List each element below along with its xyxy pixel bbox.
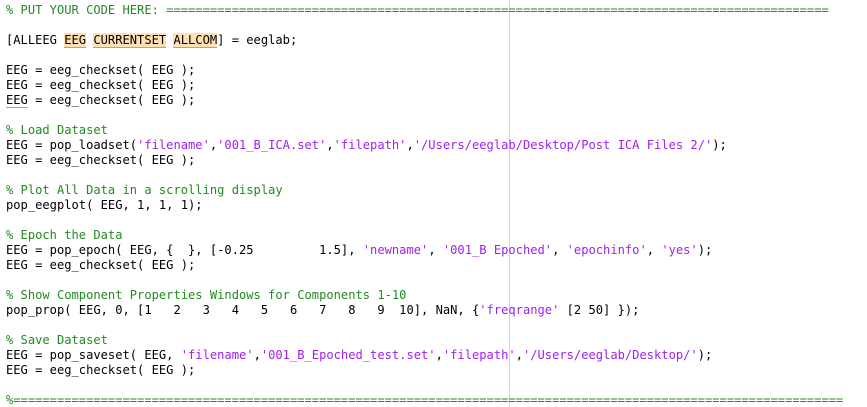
- token: ,: [209, 138, 218, 152]
- token: EEG = pop_loadset(: [6, 138, 138, 152]
- code-line[interactable]: % Load Dataset: [6, 123, 867, 138]
- token: ,: [515, 348, 523, 362]
- right-margin-line: [509, 0, 510, 407]
- token: pop_prop( EEG, 0, [1 2 3 4 5 6 7 8 9 10]…: [6, 303, 480, 317]
- code-line[interactable]: EEG = eeg_checkset( EEG );: [6, 363, 867, 378]
- token-hl-warn: EEG: [64, 33, 87, 48]
- code-line[interactable]: EEG = eeg_checkset( EEG );: [6, 93, 867, 108]
- token: = eeg_checkset( EEG );: [27, 93, 196, 107]
- token-hl-warn: CURRENTSET: [93, 33, 167, 48]
- code-line[interactable]: % Save Dataset: [6, 333, 867, 348]
- code-line[interactable]: % Epoch the Data: [6, 228, 867, 243]
- token-comment: % Epoch the Data: [6, 228, 123, 242]
- token-comment: % Show Component Properties Windows for …: [6, 288, 407, 302]
- token-comment: % Load Dataset: [6, 123, 108, 137]
- code-line[interactable]: [6, 213, 867, 228]
- code-line[interactable]: % Show Component Properties Windows for …: [6, 288, 867, 303]
- code-line[interactable]: EEG = eeg_checkset( EEG );: [6, 63, 867, 78]
- token-string: '001_B Epoched': [442, 243, 553, 257]
- token: ,: [435, 348, 443, 362]
- token: );: [697, 348, 713, 362]
- code-line[interactable]: pop_eegplot( EEG, 1, 1, 1);: [6, 198, 867, 213]
- token: EEG = eeg_checkset( EEG );: [6, 363, 196, 377]
- code-line[interactable]: [6, 108, 867, 123]
- code-line[interactable]: % Plot All Data in a scrolling display: [6, 183, 867, 198]
- code-line[interactable]: EEG = pop_saveset( EEG, 'filename','001_…: [6, 348, 867, 363]
- token: EEG = eeg_checkset( EEG );: [6, 153, 196, 167]
- token: ] = eeglab;: [217, 33, 298, 47]
- token-string: 'filename': [137, 138, 210, 152]
- token: [2 50] });: [559, 303, 640, 317]
- token: EEG = eeg_checkset( EEG );: [6, 63, 196, 77]
- token: [ALLEEG: [6, 33, 65, 47]
- token: pop_eegplot( EEG, 1, 1, 1);: [6, 198, 203, 212]
- token-mark-warn: EEG: [6, 93, 28, 108]
- code-line[interactable]: EEG = pop_loadset('filename','001_B_ICA.…: [6, 138, 867, 153]
- token-comment: % Save Dataset: [6, 333, 108, 347]
- code-line[interactable]: [ALLEEG EEG CURRENTSET ALLCOM] = eeglab;: [6, 33, 867, 48]
- code-line[interactable]: [6, 273, 867, 288]
- token: EEG = pop_epoch( EEG, { }, [-0.25 1.5],: [6, 243, 363, 257]
- code-line[interactable]: %=======================================…: [6, 393, 867, 407]
- code-line[interactable]: EEG = eeg_checkset( EEG );: [6, 258, 867, 273]
- code-line[interactable]: [6, 318, 867, 333]
- token-comment: %=======================================…: [6, 393, 844, 407]
- token: EEG = eeg_checkset( EEG );: [6, 78, 196, 92]
- token: ,: [406, 138, 414, 152]
- token-string: 'freqrange': [479, 303, 560, 317]
- token-string: 'yes': [661, 243, 698, 257]
- token-hl-warn: ALLCOM: [173, 33, 218, 48]
- token-string: '/Users/eeglab/Desktop/Post ICA Files 2/…: [413, 138, 713, 152]
- token-string: '001_B_Epoched_test.set': [260, 348, 436, 362]
- code-line[interactable]: [6, 48, 867, 63]
- token: );: [712, 138, 727, 152]
- code-line[interactable]: EEG = eeg_checkset( EEG );: [6, 153, 867, 168]
- token: );: [697, 243, 713, 257]
- token: ,: [552, 243, 567, 257]
- code-line[interactable]: EEG = pop_epoch( EEG, { }, [-0.25 1.5], …: [6, 243, 867, 258]
- code-line[interactable]: pop_prop( EEG, 0, [1 2 3 4 5 6 7 8 9 10]…: [6, 303, 867, 318]
- token: ,: [646, 243, 662, 257]
- code-line[interactable]: % PUT YOUR CODE HERE: ==================…: [6, 3, 867, 18]
- code-line[interactable]: EEG = eeg_checkset( EEG );: [6, 78, 867, 93]
- token-string: 'filename': [180, 348, 254, 362]
- code-line[interactable]: [6, 378, 867, 393]
- code-line[interactable]: [6, 168, 867, 183]
- token-comment: % PUT YOUR CODE HERE: ==================…: [6, 3, 829, 17]
- token-string: '/Users/eeglab/Desktop/': [522, 348, 698, 362]
- token: ,: [253, 348, 261, 362]
- token-string: 'epochinfo': [566, 243, 647, 257]
- token-string: '001_B_ICA.set': [217, 138, 327, 152]
- code-lines: % PUT YOUR CODE HERE: ==================…: [6, 3, 867, 407]
- token: EEG = eeg_checkset( EEG );: [6, 258, 196, 272]
- token-comment: % Plot All Data in a scrolling display: [6, 183, 283, 197]
- token-string: 'filepath': [442, 348, 516, 362]
- token: EEG = pop_saveset( EEG,: [6, 348, 181, 362]
- token: ,: [326, 138, 334, 152]
- token: ,: [428, 243, 443, 257]
- token-string: 'filepath': [333, 138, 407, 152]
- token-string: 'newname': [362, 243, 429, 257]
- code-line[interactable]: [6, 18, 867, 33]
